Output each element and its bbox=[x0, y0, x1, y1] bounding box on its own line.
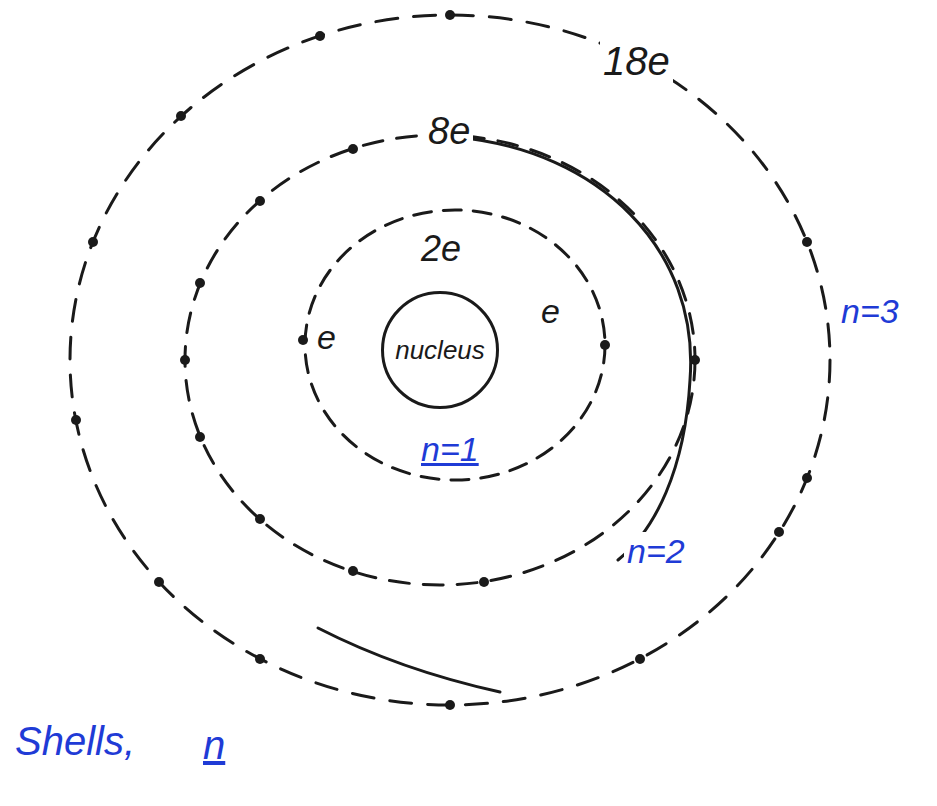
shell-two bbox=[185, 135, 695, 585]
shell-three bbox=[70, 15, 830, 705]
shell-symbol: n bbox=[200, 722, 228, 768]
shell-number: n=2 bbox=[624, 532, 688, 571]
electron-dots bbox=[71, 10, 812, 710]
shell-number: n=3 bbox=[838, 292, 902, 331]
shell-one bbox=[305, 210, 605, 480]
node-text-group: nucleus bbox=[395, 335, 485, 366]
nucleus-circle: nucleus bbox=[381, 291, 499, 409]
electron-count: 8e bbox=[425, 110, 473, 154]
shells-caption: Shells, bbox=[12, 718, 138, 764]
shell-number: n=1 bbox=[418, 430, 482, 469]
electron-label: e bbox=[538, 292, 563, 331]
solid-arc bbox=[318, 628, 500, 692]
electron-count: 18e bbox=[600, 38, 673, 84]
electron-label: e bbox=[314, 318, 339, 357]
electron-count: 2e bbox=[418, 228, 464, 269]
nucleus-label: nucleus bbox=[395, 335, 485, 366]
